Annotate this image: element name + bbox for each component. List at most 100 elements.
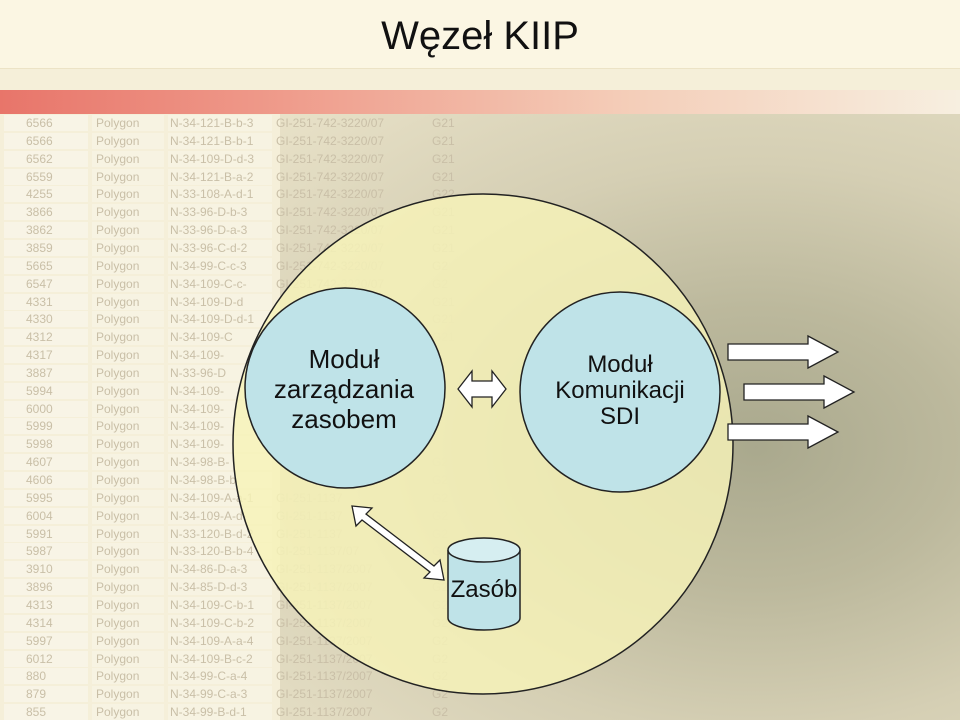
- table-cell-background: [92, 347, 164, 364]
- table-cell: G21: [432, 133, 455, 148]
- table-cell-background: [4, 222, 88, 239]
- table-cell: N-34-109-D-d-3: [170, 151, 255, 166]
- table-cell: 6566: [26, 116, 53, 130]
- table-cell: 4330: [26, 312, 53, 327]
- table-cell: N-34-121-B-b-1: [170, 133, 254, 148]
- table-cell-background: [92, 257, 164, 274]
- table-cell: 5997: [26, 633, 53, 648]
- table-cell-background: [92, 329, 164, 346]
- table-cell-background: [168, 257, 272, 274]
- table-cell-background: [4, 579, 88, 596]
- table-cell-background: [92, 239, 164, 256]
- communication-module-label: Moduł Komunikacji SDI: [520, 352, 720, 430]
- table-cell: Polygon: [96, 651, 140, 666]
- table-cell-background: [168, 204, 272, 221]
- table-cell-background: [92, 186, 164, 203]
- table-cell: GI-251-742-3220/07: [276, 116, 385, 130]
- table-cell: 6559: [26, 169, 53, 184]
- table-cell: N-34-109-D-d-1: [170, 312, 255, 327]
- management-module-line-2: zarządzania: [273, 374, 415, 404]
- table-cell-background: [168, 668, 272, 685]
- table-cell-background: [4, 275, 88, 292]
- table-cell: G21: [432, 116, 455, 130]
- table-cell-background: [4, 418, 88, 435]
- table-cell-background: [92, 115, 164, 131]
- table-cell-background: [4, 525, 88, 542]
- table-cell-background: [92, 543, 164, 560]
- table-cell-background: [168, 686, 272, 703]
- table-cell-background: [168, 632, 272, 649]
- table-cell: 6562: [26, 151, 53, 166]
- table-cell: Polygon: [96, 526, 140, 541]
- communication-module-circle: [519, 291, 721, 493]
- table-cell-background: [92, 704, 164, 720]
- table-cell: Polygon: [96, 330, 140, 345]
- table-cell: Polygon: [96, 419, 140, 434]
- table-cell: 3862: [26, 223, 53, 238]
- table-cell: 5994: [26, 383, 53, 398]
- table-cell: N-34-109-A-a-4: [170, 633, 254, 648]
- table-cell: Polygon: [96, 205, 140, 220]
- table-cell-background: [92, 293, 164, 310]
- table-cell: Polygon: [96, 544, 140, 559]
- table-cell: N-34-98-B-b: [170, 473, 237, 487]
- table-cell: 3866: [26, 205, 53, 220]
- table-cell: Polygon: [96, 580, 140, 595]
- table-cell-background: [92, 472, 164, 488]
- table-cell-background: [4, 115, 88, 131]
- table-cell: GI-251-742-3220/07: [276, 205, 385, 220]
- table-cell: 3887: [26, 365, 53, 380]
- table-cell: N-33-120-B-b-4: [170, 544, 254, 559]
- outgoing-arrow-top: [727, 334, 840, 370]
- table-cell-background: [4, 239, 88, 256]
- table-cell-background: [4, 650, 88, 667]
- table-cell: 6000: [26, 401, 53, 416]
- table-cell-background: [4, 454, 88, 471]
- table-cell: Polygon: [96, 169, 140, 184]
- management-module-line-1: Moduł: [308, 344, 380, 374]
- table-cell-background: [92, 525, 164, 542]
- table-cell: 5665: [26, 258, 53, 273]
- table-cell: 879: [26, 687, 47, 702]
- table-cell-background: [168, 186, 272, 203]
- table-cell-background: [92, 650, 164, 667]
- table-cell: 4317: [26, 348, 53, 363]
- table-cell-background: [168, 311, 272, 328]
- table-cell-background: [92, 400, 164, 417]
- table-cell: GI-251-1137/2007: [276, 669, 373, 684]
- table-cell: 4313: [26, 597, 53, 612]
- title-band: Węzeł KIIP: [0, 0, 960, 69]
- table-cell-background: [168, 525, 272, 542]
- table-cell-background: [4, 257, 88, 274]
- table-cell-background: [4, 364, 88, 381]
- table-cell-background: [92, 311, 164, 328]
- table-cell-background: [4, 561, 88, 578]
- table-cell: N-34-85-D-d-3: [170, 580, 248, 595]
- table-cell-background: [168, 329, 272, 346]
- table-cell: 4607: [26, 455, 53, 470]
- table-cell-background: [92, 632, 164, 649]
- table-cell: GI-251-742-3220/07: [276, 169, 385, 184]
- table-cell-background: [4, 132, 88, 149]
- table-row: 880PolygonN-34-99-C-a-4GI-251-1137/2007G…: [0, 667, 460, 685]
- table-cell: Polygon: [96, 276, 140, 291]
- resource-double-arrow: [351, 505, 445, 581]
- table-cell-background: [92, 132, 164, 149]
- table-cell-background: [168, 293, 272, 310]
- table-cell: N-33-96-D-a-3: [170, 223, 248, 238]
- table-cell-background: [168, 275, 272, 292]
- table-cell: Polygon: [96, 151, 140, 166]
- table-cell-background: [92, 168, 164, 185]
- table-cell-background: [4, 632, 88, 649]
- table-cell-background: [92, 579, 164, 596]
- table-cell-background: [4, 347, 88, 364]
- table-cell: 5995: [26, 490, 53, 505]
